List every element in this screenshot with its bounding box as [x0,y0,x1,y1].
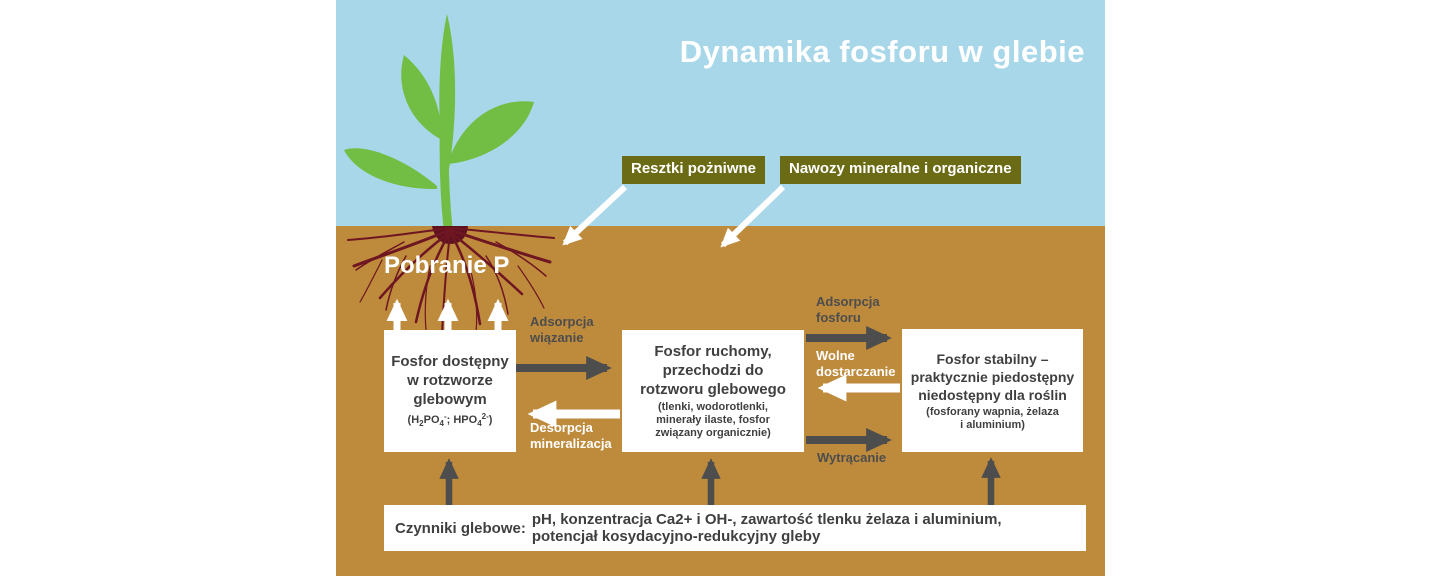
uptake-label: Pobranie P [384,252,510,279]
label-crop-residues: Resztki pożniwne [622,156,766,184]
box-stable-sub1: (fosforany wapnia, żelaza [926,405,1059,418]
box-available-line1: Fosfor dostępny [391,352,509,370]
box-mobile-line1: Fosfor ruchomy, [654,343,772,360]
diagram-title: Dynamika fosforu w glebie [679,34,1085,69]
label-adsorption-binding: Adsorpcja wiązanie [530,314,594,345]
box-mobile-sub1: (tlenki, wodorotlenki, [657,401,768,413]
box-stable-phosphorus: Fosfor stabilny – praktycznie piedostępn… [902,329,1083,452]
box-stable-sub2: i aluminium) [960,418,1025,431]
box-available-phosphorus: Fosfor dostępny w rotzworze glebowym (H2… [384,330,516,452]
flow-arrows [386,184,1001,506]
box-mobile-line3: rotzworu glebowego [640,381,786,398]
arrow-residues-to-soil [562,184,628,246]
box-soil-factors: Czynniki glebowe: pH, konzentracja Ca2+ … [384,505,1086,551]
roots-icon [347,226,555,335]
box-stable-line2: praktycznie piedostępny [910,368,1075,385]
soil-factors-line2: potencjał kosydacyjno-redukcyjny gleby [531,528,821,545]
box-mobile-sub2: minerały ilaste, fosfor [656,414,770,426]
soil-factors-line1: pH, konzentracja Ca2+ i OH-, zawartość t… [531,511,1002,528]
label-phosphorus-adsorption: Adsorpcja fosforu [816,294,880,325]
box-stable-line1: Fosfor stabilny – [936,350,1049,367]
diagram-content: Dynamika fosforu w glebie [336,0,1105,576]
label-precipitation: Wytrącanie [817,450,887,465]
box-mobile-phosphorus: Fosfor ruchomy, przechodzi do rotzworu g… [622,330,804,452]
box-mobile-sub3: związany organicznie) [655,427,771,439]
sky-background [336,0,1105,226]
soil-factors-label: Czynniki glebowe: [395,519,526,537]
plant-icon [344,14,534,228]
arrow-fertilizers-to-soil [720,184,786,248]
box-available-line3: glebowym [413,390,487,408]
box-mobile-line2: przechodzi do [662,362,764,379]
box-available-line2: w rotzworze [407,371,493,389]
box-stable-line3: niedostępny dla roślin [918,386,1067,403]
label-desorption-mineralization: Desorpcja mineralizacja [530,420,612,451]
label-fertilizers: Nawozy mineralne i organiczne [780,156,1021,184]
label-slow-release: Wolne dostarczanie [816,348,896,379]
phosphate-formula: (H2PO4-; HPO42-) [407,411,493,428]
